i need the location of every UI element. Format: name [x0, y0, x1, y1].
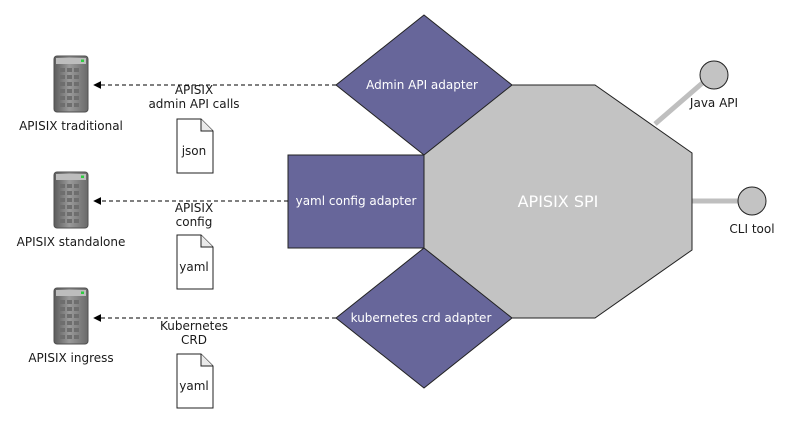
server-icon — [53, 171, 89, 229]
crd-flow-label-line1: Kubernetes — [160, 319, 228, 333]
admin-flow-label-line1: APISIX — [175, 83, 213, 97]
kubernetes-crd-adapter-label: kubernetes crd adapter — [351, 311, 492, 325]
yaml-flow-label-line1: APISIX — [175, 201, 213, 215]
json-document-label: json — [181, 144, 207, 158]
server-icon — [53, 287, 89, 345]
crd-flow-label-line2: CRD — [181, 333, 207, 347]
yaml-config-adapter — [287, 154, 425, 249]
apisix-spi-label: APISIX SPI — [518, 192, 599, 211]
admin-api-adapter-label: Admin API adapter — [366, 78, 478, 92]
java-api-connector — [653, 77, 709, 126]
admin-flow-label-line2: admin API calls — [148, 97, 239, 111]
json-document-icon: json — [176, 118, 214, 174]
kubernetes-crd-adapter — [335, 247, 513, 389]
server-icon — [53, 55, 89, 113]
java-api-label: Java API — [689, 96, 738, 110]
apisix-ingress-label: APISIX ingress — [28, 351, 113, 365]
ingress-yaml-label: yaml — [179, 379, 208, 393]
yaml-document-icon: yaml — [176, 353, 214, 409]
cli-tool-node — [737, 186, 767, 216]
standalone-yaml-label: yaml — [179, 260, 208, 274]
cli-tool-label: CLI tool — [729, 222, 774, 236]
java-api-node — [699, 60, 729, 90]
yaml-flow-label-line2: config — [176, 215, 213, 229]
apisix-standalone-label: APISIX standalone — [17, 235, 126, 249]
yaml-document-icon: yaml — [176, 234, 214, 290]
apisix-traditional-label: APISIX traditional — [19, 119, 123, 133]
yaml-config-adapter-label: yaml config adapter — [296, 194, 417, 208]
